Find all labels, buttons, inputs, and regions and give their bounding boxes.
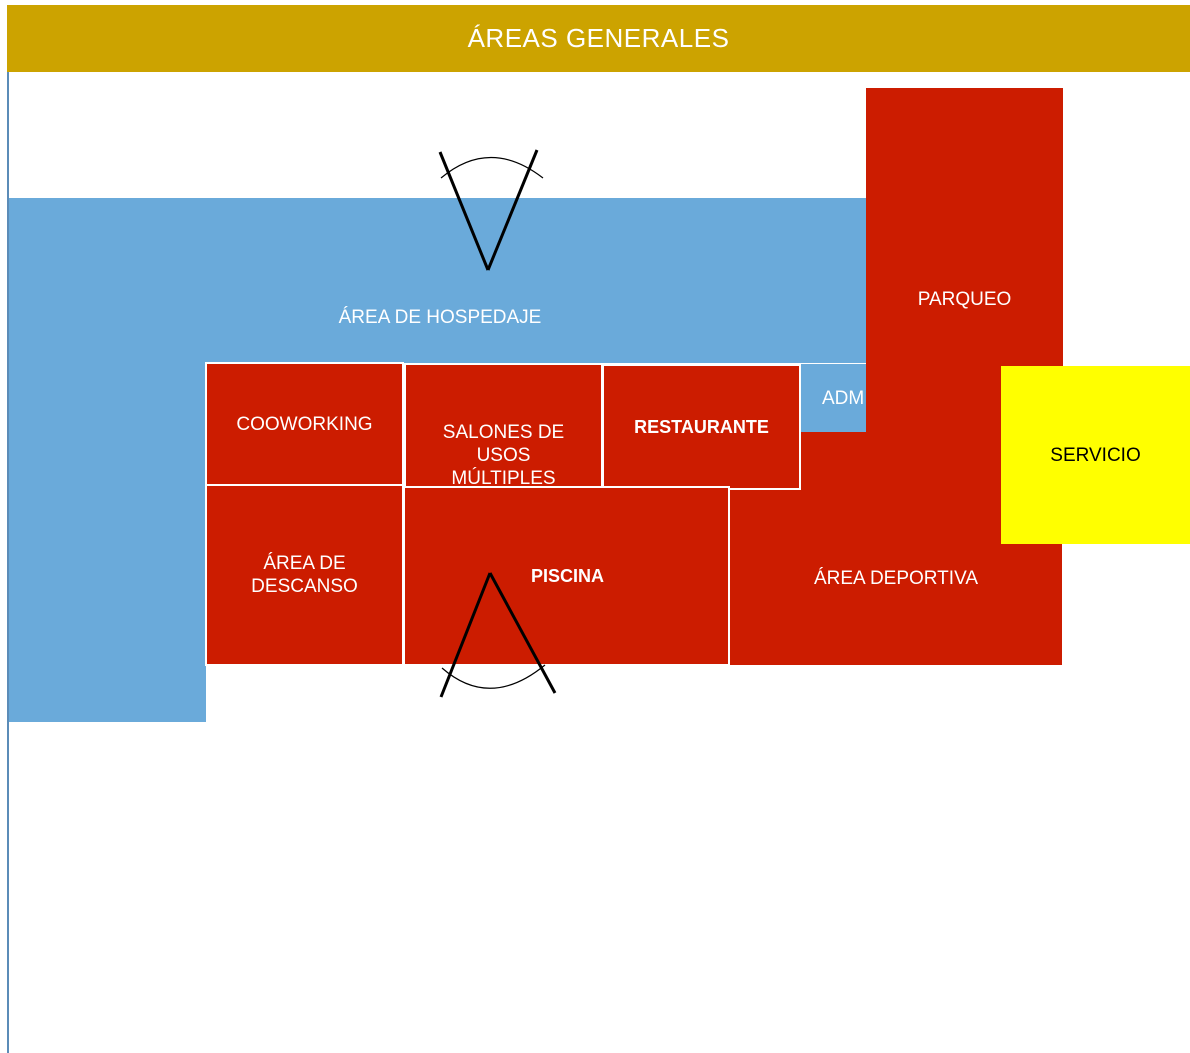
zone-coworking-label: COOWORKING (236, 413, 373, 435)
zone-salones: SALONES DE USOS MÚLTIPLES (404, 363, 603, 489)
entrance-marker-bottom (439, 572, 557, 698)
zone-deportiva-label: ÁREA DEPORTIVA (813, 568, 978, 589)
zone-servicio: SERVICIO (1001, 366, 1190, 544)
zone-servicio-label: SERVICIO (1050, 444, 1141, 466)
zone-restaurante-label: RESTAURANTE (634, 417, 769, 437)
left-rule (7, 72, 9, 1053)
zone-administracion-label: ADM (822, 387, 865, 409)
zone-coworking: COOWORKING (205, 362, 404, 486)
zone-restaurante: RESTAURANTE (602, 364, 801, 490)
zone-descanso-label: ÁREA DE DESCANSO (251, 553, 358, 597)
zone-hospedaje-top (9, 198, 867, 363)
zone-administracion: ADM (800, 364, 867, 432)
zone-descanso: ÁREA DE DESCANSO (205, 484, 404, 666)
zone-parqueo-label: PARQUEO (917, 289, 1012, 310)
page-title: ÁREAS GENERALES (7, 5, 1190, 72)
zone-piscina: PISCINA (403, 486, 730, 666)
zone-piscina-label: PISCINA (530, 566, 604, 586)
zone-hospedaje-left (9, 363, 206, 722)
zone-hospedaje-label: ÁREA DE HOSPEDAJE (338, 307, 542, 328)
zone-salones-label: SALONES DE USOS MÚLTIPLES (442, 422, 565, 489)
entrance-marker-top (438, 149, 544, 271)
